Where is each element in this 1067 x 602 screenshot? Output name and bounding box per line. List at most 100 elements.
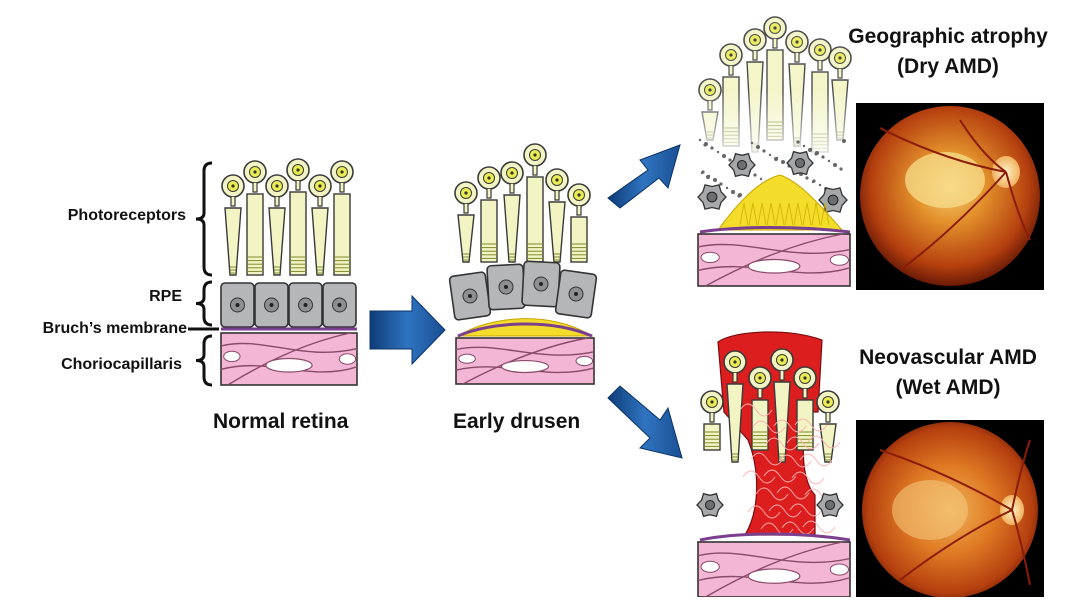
photoreceptor-cell [287, 159, 309, 275]
debris-dot [722, 154, 726, 158]
rpe-cell [289, 283, 322, 327]
cone-outer-segment [727, 384, 743, 462]
choriocapillaris-layer [698, 542, 850, 597]
caption-early-drusen: Early drusen [453, 410, 580, 434]
rod-outer-segment [247, 194, 263, 275]
photoreceptor-cell [701, 391, 723, 450]
photoreceptor-cell [266, 175, 288, 275]
photoreceptor-axon [253, 183, 257, 192]
photoreceptor-nucleolus [795, 40, 798, 43]
debris-dot [828, 160, 830, 162]
photoreceptor-nucleolus [533, 153, 536, 156]
debris-dot [808, 148, 812, 152]
label-choriocapillaris: Choriocapillaris [20, 356, 182, 374]
photoreceptor-cell [244, 161, 266, 275]
photoreceptor-axon [710, 413, 714, 422]
capillary-lumen [224, 351, 240, 361]
bracket-choriocapillaris [196, 336, 212, 385]
debris-dot [753, 173, 756, 176]
title-geographic-atrophy: Geographic atrophy (Dry AMD) [830, 22, 1066, 82]
dead-cell-nucleus [705, 500, 714, 509]
label-bruchs-membrane: Bruch’s membrane [4, 320, 187, 338]
photoreceptor-nucleolus [340, 170, 343, 173]
label-photoreceptors: Photoreceptors [44, 207, 186, 225]
photoreceptor-nucleolus [231, 184, 234, 187]
rpe-cell [221, 283, 254, 327]
cone-outer-segment [225, 208, 241, 275]
photoreceptor-cell [546, 169, 568, 262]
photoreceptor-axon [758, 389, 762, 398]
neovascular-lesion [892, 480, 968, 540]
debris-dot [821, 155, 824, 158]
photoreceptor-axon [729, 66, 733, 75]
dry-amd-subtitle: (Dry AMD) [830, 52, 1066, 82]
geographic-atrophy-title: Geographic atrophy [830, 22, 1066, 52]
atrophy-fade [695, 90, 855, 160]
debris-dot [812, 181, 814, 183]
choriocapillaris-layer [221, 333, 357, 385]
photoreceptor-nucleolus [577, 193, 580, 196]
dead-cell-nucleus [737, 160, 746, 169]
arrow-to-wet-amd [608, 386, 682, 458]
wet-amd-subtitle: (Wet AMD) [830, 373, 1066, 403]
debris-dot [833, 163, 837, 167]
debris-dot [839, 167, 842, 170]
capillary-lumen [748, 569, 800, 583]
photoreceptor-nucleolus [275, 184, 278, 187]
label-rpe: RPE [100, 288, 182, 306]
normal-retina-illustration [221, 159, 357, 385]
photoreceptor-axon [803, 389, 807, 398]
photoreceptor-nucleolus [510, 171, 513, 174]
choriocapillaris-layer [456, 338, 594, 384]
capillary-lumen [830, 255, 848, 265]
debris-dot [699, 139, 701, 141]
bracket-rpe [196, 282, 212, 325]
photoreceptor-cell [568, 184, 590, 262]
rod-outer-segment [481, 200, 497, 262]
debris-dot [769, 154, 771, 156]
debris-dot [737, 194, 740, 197]
debris-dot [703, 143, 706, 146]
photoreceptor-axon [780, 371, 784, 380]
photoreceptor-nucleolus [464, 191, 467, 194]
debris-dot [751, 142, 753, 144]
rod-outer-segment [527, 177, 543, 262]
neovascular-amd-title: Neovascular AMD [830, 343, 1066, 373]
photoreceptor-cell [455, 182, 477, 262]
capillary-lumen [339, 354, 355, 364]
cone-outer-segment [504, 195, 520, 262]
photoreceptor-nucleolus [780, 358, 783, 361]
degenerating-rpe-cell [697, 494, 723, 517]
photoreceptor-nucleolus [818, 48, 821, 51]
photoreceptor-axon [818, 61, 822, 70]
debris-dot [713, 178, 717, 182]
photoreceptor-cell [222, 175, 244, 275]
photoreceptor-nucleolus [318, 184, 321, 187]
rpe-cell [323, 283, 356, 327]
photoreceptor-axon [231, 197, 235, 206]
capillary-lumen [459, 354, 476, 363]
photoreceptor-axon [555, 191, 559, 200]
dead-cell-nucleus [795, 158, 804, 167]
rpe-nucleolus [270, 303, 274, 307]
rpe-cell [522, 261, 560, 307]
early-drusen-illustration [449, 144, 597, 384]
photoreceptor-nucleolus [253, 170, 256, 173]
cone-outer-segment [549, 202, 565, 262]
photoreceptor-nucleolus [803, 376, 806, 379]
photoreceptor-cell [309, 175, 331, 275]
debris-dot [701, 172, 703, 174]
arrow-normal-to-early [370, 296, 445, 364]
rpe-cell [555, 270, 597, 319]
debris-dot [803, 145, 805, 147]
rpe-cell [487, 264, 525, 310]
debris-dot [819, 184, 821, 186]
photoreceptor-nucleolus [487, 176, 490, 179]
rod-outer-segment [334, 194, 350, 275]
debris-dot [762, 149, 765, 152]
rpe-cell [255, 283, 288, 327]
photoreceptor-axon [795, 53, 799, 62]
debris-dot [781, 160, 785, 164]
debris-dot [796, 140, 799, 143]
